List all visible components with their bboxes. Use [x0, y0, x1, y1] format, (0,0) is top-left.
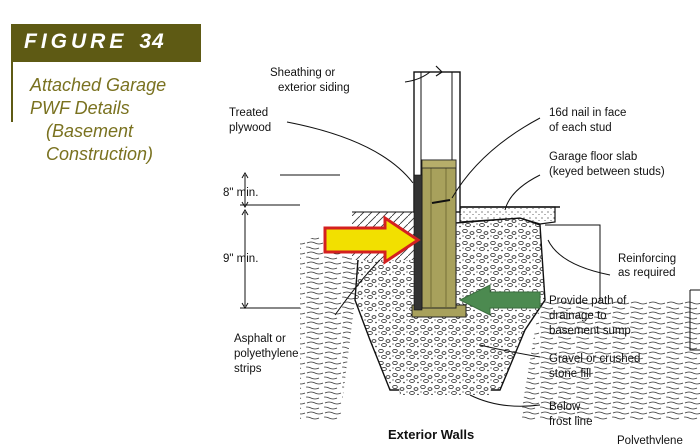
label-exterior-walls: Exterior Walls	[388, 427, 474, 442]
label-drainage: Provide path of	[549, 295, 627, 307]
caption-line: Construction)	[46, 144, 154, 164]
label-slab: (keyed between studs)	[549, 166, 665, 178]
label-treated: Treated	[229, 107, 268, 119]
label-drainage: drainage to	[549, 310, 607, 322]
yellow-arrow	[323, 215, 421, 265]
label-nail: of each stud	[549, 122, 612, 134]
caption-line: PWF Details	[30, 98, 130, 118]
treated-stud	[421, 159, 457, 309]
figure-banner	[11, 24, 201, 62]
label-min8: 8" min.	[223, 187, 258, 199]
label-asphalt: strips	[234, 363, 262, 375]
label-reinforcing: as required	[618, 267, 676, 279]
label-nail: 16d nail in face	[549, 107, 626, 119]
label-slab: Garage floor slab	[549, 151, 637, 163]
figure-title: Figure 34	[24, 30, 165, 54]
figure-caption: Attached Garage PWF Details (Basement Co…	[30, 74, 166, 166]
label-gravel: Gravel or crushed	[549, 353, 640, 365]
label-asphalt: polyethylene	[234, 348, 299, 360]
label-sheathing: Sheathing or	[270, 67, 335, 79]
leader-lines	[286, 71, 611, 407]
label-gravel: stone fill	[549, 368, 591, 380]
label-reinforcing: Reinforcing	[618, 253, 676, 265]
caption-line: Attached Garage	[30, 75, 167, 95]
figure-number: 34	[139, 30, 165, 53]
soil-right	[520, 300, 700, 420]
label-frost: Below	[549, 401, 581, 413]
green-arrow	[458, 284, 541, 316]
gravel-lower	[390, 330, 500, 395]
reinforcing-right	[545, 224, 601, 300]
side-rule	[11, 62, 13, 122]
label-cut-off: Polyethylene	[617, 435, 683, 444]
figure-label: Figure	[24, 30, 128, 53]
label-treated: plywood	[229, 122, 271, 134]
soil-left	[300, 230, 360, 420]
label-asphalt: Asphalt or	[234, 333, 286, 345]
label-min9: 9" min.	[223, 253, 258, 265]
label-frost: frost line	[549, 416, 592, 428]
nail	[431, 199, 451, 204]
label-drainage: basement sump	[549, 325, 631, 337]
caption-line: (Basement	[46, 121, 134, 141]
label-sheathing: exterior siding	[278, 82, 350, 94]
